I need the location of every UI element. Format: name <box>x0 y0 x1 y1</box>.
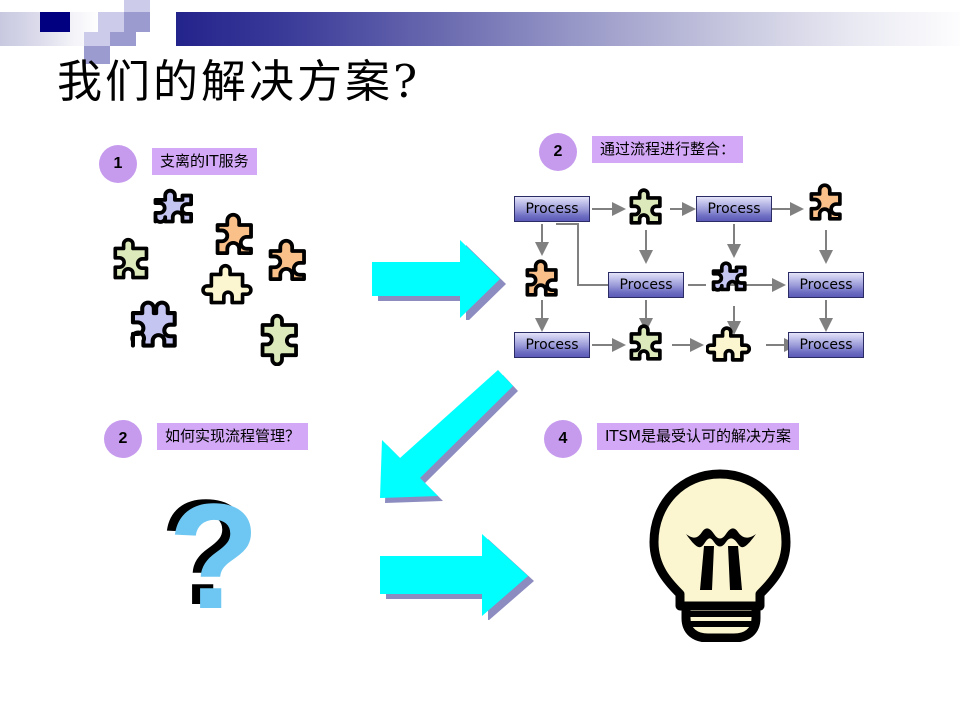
puzzle-piece-green-bottom <box>260 313 298 366</box>
label-1-text: 支离的IT服务 <box>152 148 257 175</box>
header-square-mid-3 <box>84 46 110 64</box>
question-mark-icon: ? ? <box>160 476 260 632</box>
process-box-r1c3[interactable]: Process <box>696 196 772 222</box>
puzzle-piece-orange-right <box>268 238 306 282</box>
puzzle-piece-green-r1c2 <box>629 188 662 225</box>
arrow-right-top-icon <box>372 240 506 320</box>
process-box-r2c2[interactable]: Process <box>608 272 684 298</box>
label-1-number: 1 <box>99 145 137 183</box>
svg-text:?: ? <box>160 476 252 632</box>
puzzle-piece-orange-upper <box>215 212 253 256</box>
puzzle-piece-green-r3c2 <box>629 324 662 361</box>
arrow-down-left-icon <box>380 370 518 503</box>
process-box-r3c4[interactable]: Process <box>788 332 864 358</box>
puzzle-piece-green-left <box>113 237 149 280</box>
label-4-number: 4 <box>544 420 582 458</box>
puzzle-piece-orange-r2c1 <box>525 259 558 297</box>
puzzle-piece-orange-r1c4 <box>809 183 842 221</box>
puzzle-piece-lavender-r2c3 <box>711 261 747 292</box>
arrow-right-bottom-icon <box>380 534 534 620</box>
header-square-mid-1 <box>124 12 150 32</box>
label-3-number: 2 <box>104 420 142 458</box>
header-square-light-3 <box>84 32 110 46</box>
label-3-text: 如何实现流程管理？ <box>157 423 309 450</box>
lightbulb-icon <box>649 469 791 642</box>
label-4-text: ITSM是最受认可的解决方案 <box>597 423 800 450</box>
label-2-number: 2 <box>539 133 577 171</box>
header-gradient-bar <box>176 12 960 46</box>
puzzle-piece-cream-r3c3 <box>706 326 752 362</box>
header-square-dark-1 <box>40 12 70 32</box>
puzzle-piece-lavender-top <box>153 188 194 224</box>
scattered-puzzle-cluster <box>100 188 355 366</box>
page-title: 我们的解决方案? <box>57 55 421 108</box>
process-box-r3c1[interactable]: Process <box>514 332 590 358</box>
header-square-light-2 <box>98 12 124 32</box>
header-square-light-1 <box>124 0 150 14</box>
puzzle-piece-cream-center <box>201 263 253 305</box>
header-square-mid-2 <box>110 32 136 46</box>
process-box-r2c4[interactable]: Process <box>788 272 864 298</box>
label-2-text: 通过流程进行整合： <box>592 136 744 163</box>
process-box-r1c1[interactable]: Process <box>514 196 590 222</box>
process-network-diagram: Process Process Process Process Process … <box>500 178 880 373</box>
svg-text:?: ? <box>168 476 260 632</box>
puzzle-piece-lavender-bottom <box>130 300 177 348</box>
